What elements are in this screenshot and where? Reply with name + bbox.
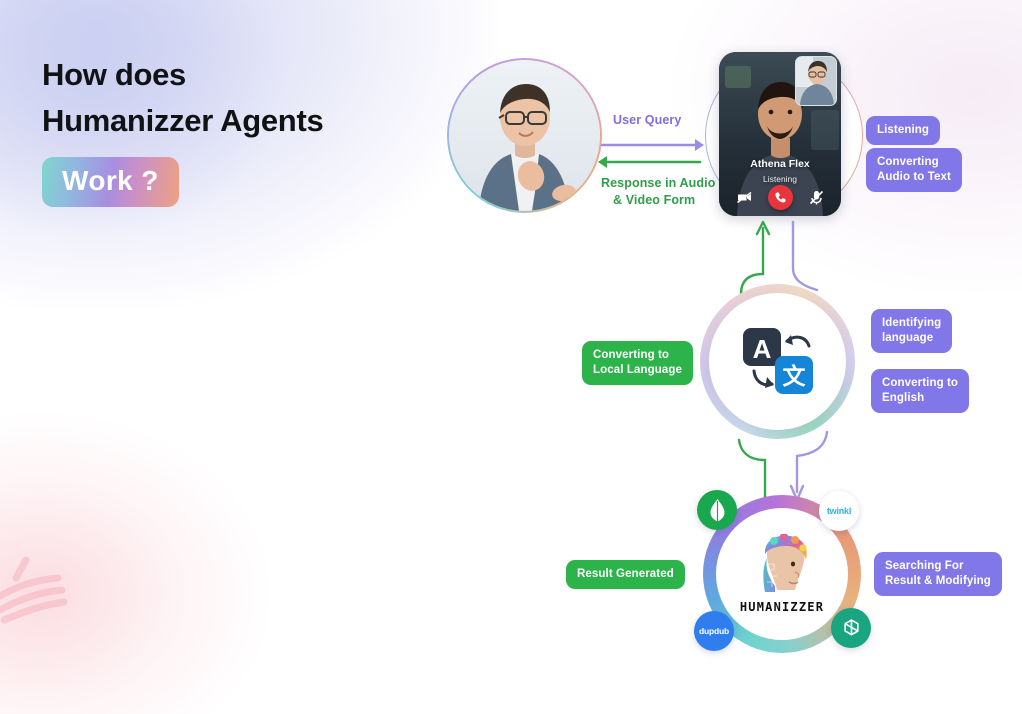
label-searching-line2: Result & Modifying <box>885 575 991 587</box>
decorative-hand-graphic <box>0 516 132 636</box>
label-converting-audio-line2: Audio to Text <box>877 171 951 183</box>
twinkl-label: twinkl <box>826 506 852 516</box>
openai-icon <box>843 618 859 635</box>
label-listening-text: Listening <box>877 124 930 136</box>
dupdub-badge: dupdub <box>694 611 734 651</box>
connector-stage1-stage2 <box>735 216 845 296</box>
avatar <box>449 60 600 211</box>
label-converting-english-line1: Converting to <box>882 377 959 389</box>
background-blob-pink <box>0 414 270 714</box>
label-converting-local-line2: Local Language <box>593 364 682 376</box>
humanizzer-wordmark: HUMANIZZER <box>739 600 825 614</box>
label-converting-audio-line1: Converting <box>877 156 939 168</box>
caller-video-feed <box>719 52 841 216</box>
mic-off-icon[interactable] <box>808 189 825 206</box>
label-converting-english-line2: English <box>882 392 925 404</box>
svg-text:文: 文 <box>782 363 806 390</box>
label-converting-audio-to-text: Converting Audio to Text <box>866 148 962 192</box>
label-searching-line1: Searching For <box>885 560 964 572</box>
video-call-mockup: Athena Flex Listening <box>719 52 841 216</box>
caller-status: Listening <box>762 174 798 184</box>
mongodb-badge <box>697 490 737 530</box>
twinkl-badge: twinkl <box>819 491 859 531</box>
translation-stage-circle: A 文 <box>700 284 855 439</box>
label-converting-to-local-language: Converting to Local Language <box>582 341 693 385</box>
label-result-generated-text: Result Generated <box>577 568 674 580</box>
dupdub-label: dupdub <box>699 626 729 636</box>
caller-name: Athena Flex <box>750 158 810 170</box>
humanizzer-ai-head-graphic <box>751 534 813 598</box>
title-line-1: How does <box>42 57 187 92</box>
query-response-arrows <box>596 110 711 210</box>
video-off-icon[interactable] <box>736 189 753 206</box>
end-call-icon[interactable] <box>767 185 793 210</box>
label-identifying-line2: language <box>882 332 934 344</box>
label-result-generated: Result Generated <box>566 560 685 589</box>
page-title: How does Humanizzer Agents Work ? <box>42 52 442 207</box>
call-controls <box>719 185 841 210</box>
leaf-icon <box>710 498 724 521</box>
label-searching-for-result: Searching For Result & Modifying <box>874 552 1002 596</box>
title-line-2: Humanizzer Agents <box>42 103 324 138</box>
label-identifying-line1: Identifying <box>882 317 942 329</box>
work-badge: Work ? <box>42 157 179 207</box>
response-label-line2: & Video Form <box>613 193 696 207</box>
translate-icon: A 文 <box>738 323 818 401</box>
response-label-line1: Response in Audio <box>601 176 716 190</box>
openai-badge <box>831 608 871 648</box>
self-view-thumbnail <box>795 56 837 106</box>
svg-text:A: A <box>752 334 771 364</box>
user-query-label: User Query <box>613 113 682 127</box>
label-converting-local-line1: Converting to <box>593 349 670 361</box>
label-converting-to-english: Converting to English <box>871 369 970 413</box>
label-listening: Listening <box>866 116 941 145</box>
user-avatar-circle <box>447 58 602 213</box>
label-identifying-language: Identifying language <box>871 309 953 353</box>
